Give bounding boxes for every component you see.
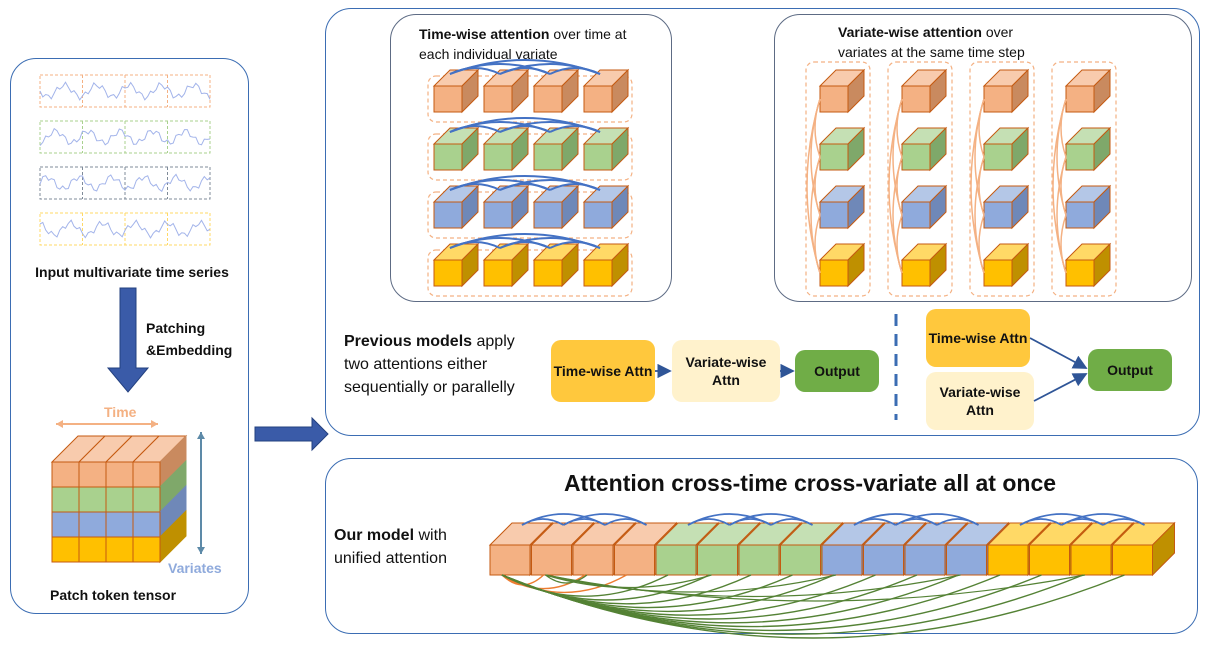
token-cube — [818, 242, 866, 288]
seq-timewise-attn-box: Time-wise Attn — [551, 340, 655, 402]
token-cube — [432, 242, 480, 288]
token-cube — [532, 126, 580, 172]
token-cube — [1064, 184, 1112, 230]
token-cube — [482, 242, 530, 288]
variates-axis-label: Variates — [168, 560, 222, 576]
our-model-text: Our model with unified attention — [334, 527, 447, 567]
token-cube — [432, 184, 480, 230]
tensor-cell — [132, 461, 161, 488]
timewise-subpanel — [390, 14, 672, 302]
par-timewise-attn-box: Time-wise Attn — [926, 309, 1030, 367]
previous-models-text: Previous models apply two attentions eit… — [344, 333, 515, 396]
unified-token-cube — [1111, 521, 1176, 577]
token-cube — [982, 126, 1030, 172]
token-cube — [482, 68, 530, 114]
tensor-cell — [105, 511, 134, 538]
token-cube — [582, 126, 630, 172]
tensor-cell — [51, 536, 80, 563]
token-cube — [982, 184, 1030, 230]
token-cube — [582, 242, 630, 288]
tensor-cell — [105, 486, 134, 513]
token-cube — [532, 242, 580, 288]
tensor-cell — [78, 461, 107, 488]
token-cube — [1064, 126, 1112, 172]
token-cube — [532, 184, 580, 230]
variatewise-title: Variate-wise attention over variates at … — [838, 24, 1025, 60]
series-line — [39, 173, 211, 193]
input-panel — [10, 58, 249, 614]
token-cube — [900, 242, 948, 288]
variatewise-subpanel — [774, 14, 1192, 302]
tensor-cell — [78, 486, 107, 513]
embedding-label: &Embedding — [146, 342, 233, 358]
tensor-cell — [132, 536, 161, 563]
token-cube — [900, 68, 948, 114]
tensor-cell — [132, 511, 161, 538]
token-cube — [818, 68, 866, 114]
tensor-cell — [51, 461, 80, 488]
right-arrow-icon — [254, 416, 329, 452]
series-line — [39, 219, 211, 239]
token-cube — [1064, 68, 1112, 114]
token-cube — [982, 242, 1030, 288]
tensor-cell — [132, 486, 161, 513]
tensor-cell — [78, 511, 107, 538]
tensor-cell — [105, 461, 134, 488]
token-cube — [432, 68, 480, 114]
token-cube — [900, 184, 948, 230]
token-cube — [482, 126, 530, 172]
patching-label: Patching — [146, 320, 206, 336]
token-cube — [532, 68, 580, 114]
token-cube — [582, 184, 630, 230]
par-output-box: Output — [1088, 349, 1172, 391]
seq-output-box: Output — [795, 350, 879, 392]
token-cube — [818, 184, 866, 230]
par-variatewise-attn-box: Variate-wise Attn — [926, 372, 1034, 430]
tensor-cell — [51, 511, 80, 538]
patch-tensor-label: Patch token tensor — [50, 587, 177, 603]
previous-models-panel — [325, 8, 1200, 436]
series-line — [39, 127, 211, 146]
our-model-heading: Attention cross-time cross-variate all a… — [563, 470, 1057, 496]
down-arrow-icon — [106, 287, 150, 393]
tensor-cell — [78, 536, 107, 563]
token-cube — [900, 126, 948, 172]
seq-variatewise-attn-box: Variate-wise Attn — [672, 340, 780, 402]
input-series-label: Input multivariate time series — [35, 264, 229, 280]
token-cube — [982, 68, 1030, 114]
timewise-title: Time-wise attention over time at each in… — [419, 26, 627, 62]
token-cube — [482, 184, 530, 230]
token-cube — [1064, 242, 1112, 288]
token-cube — [818, 126, 866, 172]
token-cube — [582, 68, 630, 114]
time-axis-label: Time — [104, 404, 137, 420]
tensor-cell — [51, 486, 80, 513]
series-line — [39, 81, 211, 101]
token-cube — [432, 126, 480, 172]
tensor-cell — [105, 536, 134, 563]
